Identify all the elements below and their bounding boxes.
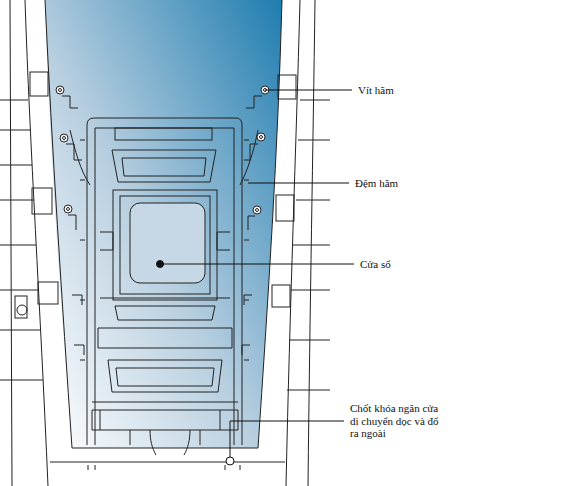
- door: [80, 118, 249, 470]
- lock-screws: [56, 86, 269, 214]
- drawing-part: [115, 128, 212, 140]
- drawing-part: [248, 183, 349, 184]
- drawing-part: [120, 196, 210, 294]
- drawing-part: [62, 96, 84, 355]
- callout-label: Chốt khóa ngăn cửa di chuyển dọc và đổ r…: [350, 402, 442, 440]
- drawing-part: [60, 134, 68, 142]
- drawing-part: [64, 205, 72, 213]
- drawing-part: [226, 457, 234, 465]
- drawing-part: [258, 0, 282, 448]
- drawing-part: [80, 140, 249, 360]
- drawing-part: [59, 89, 62, 92]
- drawing-part: [278, 75, 296, 99]
- drawing-part: [10, 0, 12, 486]
- drawing-part: [87, 118, 242, 445]
- drawing-part: [160, 264, 354, 265]
- drawing-part: [260, 136, 263, 139]
- drawing-part: [100, 298, 230, 320]
- drawing-part: [256, 209, 259, 212]
- drawing-part: [157, 261, 164, 268]
- drawing-part: [98, 328, 232, 348]
- drawing-part: [70, 130, 258, 185]
- leader-lines: [160, 90, 354, 457]
- drawing-part: [30, 72, 48, 96]
- drawing-part: [253, 206, 261, 214]
- lock-pads: [62, 96, 262, 355]
- drawing-part: [265, 90, 352, 91]
- drawing-part: [308, 0, 315, 486]
- drawing-part: [287, 100, 330, 390]
- drawing-part: [0, 100, 43, 380]
- drawing-part: [56, 86, 64, 94]
- skin-panel: [45, 0, 282, 448]
- drawing-part: [63, 137, 66, 140]
- drawing-part: [112, 150, 216, 182]
- drawing-part: [100, 410, 220, 445]
- drawing-part: [88, 465, 240, 470]
- drawing-part: [286, 0, 300, 486]
- leader-dots: [157, 261, 235, 466]
- drawing-part: [276, 195, 294, 221]
- drawing-part: [122, 158, 206, 176]
- drawing-part: [50, 462, 285, 463]
- drawing-part: [15, 296, 27, 318]
- drawing-part: [25, 0, 48, 486]
- drawing-part: [67, 208, 70, 211]
- drawing-part: [45, 0, 72, 448]
- callout-label: Đệm hãm: [355, 177, 398, 190]
- drawing-part: [38, 282, 58, 304]
- drawing-part: [17, 305, 27, 315]
- drawing-part: [32, 188, 52, 214]
- drawing-part: [92, 402, 238, 430]
- drawing-part: [230, 421, 344, 457]
- drawing-part: [113, 190, 217, 300]
- drawing-part: [150, 430, 190, 455]
- window: [130, 203, 205, 283]
- drawing-part: [95, 128, 234, 445]
- drawing-part: [108, 360, 222, 392]
- callout-label: Vít hãm: [358, 84, 394, 97]
- drawing-part: [116, 368, 214, 386]
- callout-label: Cửa sổ: [360, 258, 391, 271]
- drawing-part: [257, 133, 265, 141]
- fuselage-frame: [0, 0, 330, 486]
- drawing-part: [242, 96, 262, 355]
- drawing-part: [272, 285, 290, 307]
